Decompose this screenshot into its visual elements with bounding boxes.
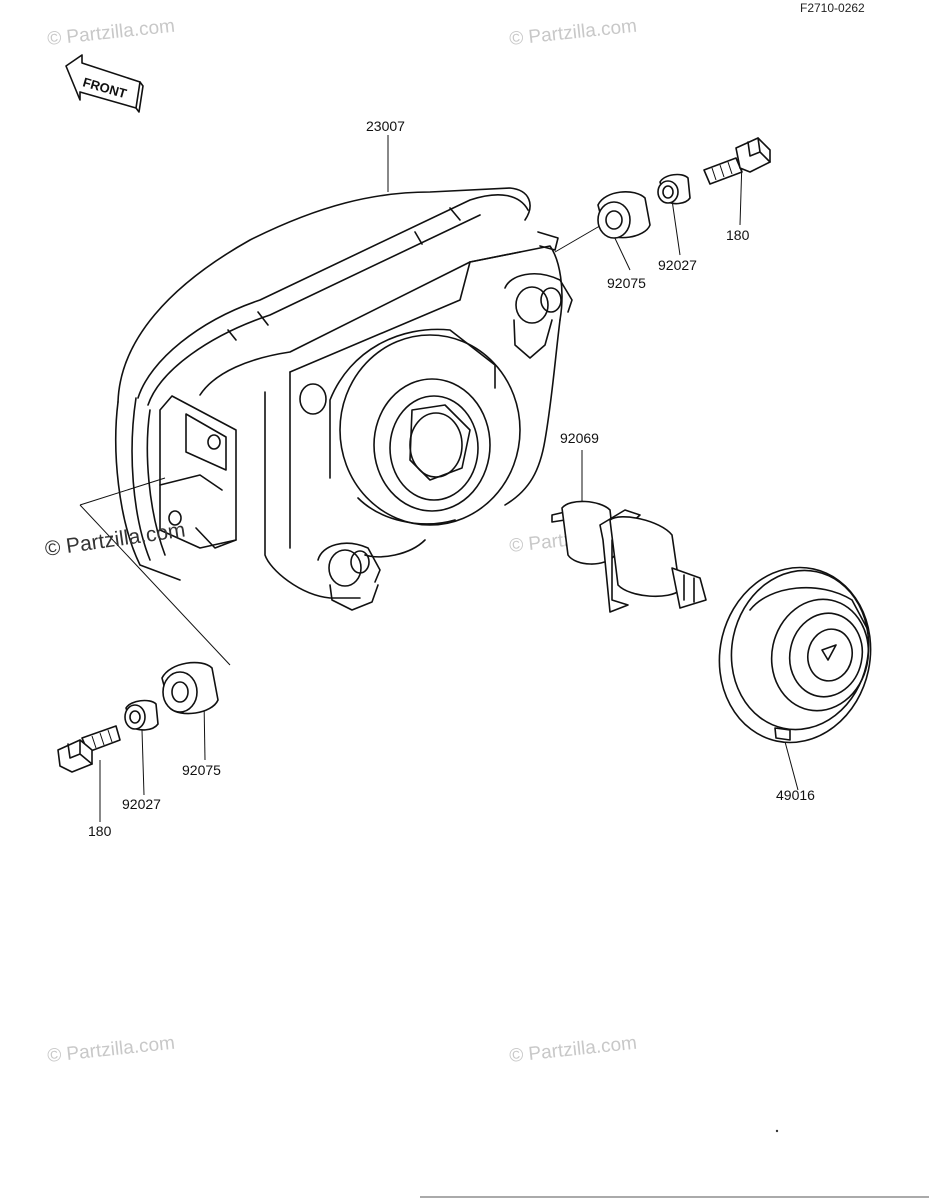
bulb — [551, 500, 707, 613]
watermark: © Partzilla.com — [508, 16, 638, 50]
part-label-92027-lower: 92027 — [122, 796, 161, 812]
bolt-upper — [703, 137, 771, 185]
watermark: © Partzilla.com — [46, 1033, 176, 1067]
watermark: © Partzilla.com — [46, 16, 176, 50]
part-label-49016: 49016 — [776, 787, 815, 803]
bolt-lower — [57, 725, 121, 773]
part-label-92027-upper: 92027 — [658, 257, 697, 273]
part-label-180-lower: 180 — [88, 823, 112, 839]
headlight-housing — [115, 187, 573, 611]
front-direction-arrow: FRONT — [65, 54, 144, 113]
watermark: © Partzilla.com — [508, 1033, 638, 1067]
figure-code: F2710-0262 — [800, 1, 865, 15]
grommet-upper — [597, 191, 651, 239]
speck — [775, 1129, 779, 1133]
collar-lower — [124, 699, 159, 731]
part-label-92069: 92069 — [560, 430, 599, 446]
collar-upper — [657, 173, 691, 205]
part-label-92075-upper: 92075 — [607, 275, 646, 291]
grommet-lower — [161, 661, 219, 715]
part-label-92075-lower: 92075 — [182, 762, 221, 778]
part-labels: 23007 92075 92027 180 92069 49016 92075 … — [88, 118, 815, 839]
part-label-23007: 23007 — [366, 118, 405, 134]
socket-cover — [718, 566, 872, 744]
part-label-180-upper: 180 — [726, 227, 750, 243]
